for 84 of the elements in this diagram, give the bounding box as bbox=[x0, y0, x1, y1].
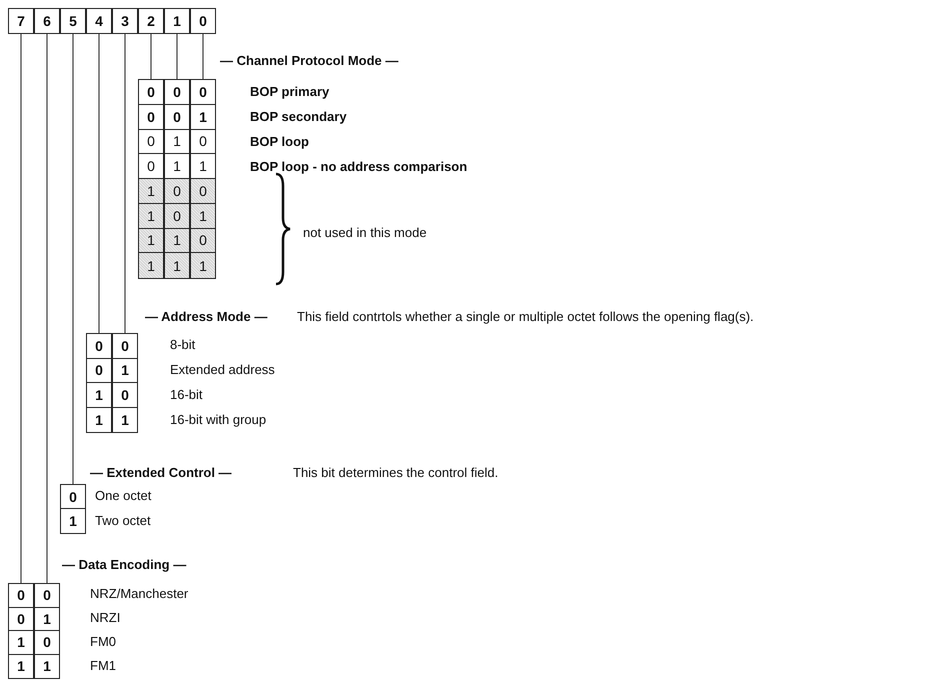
bit-value: 1 bbox=[165, 228, 189, 254]
bit-value: 0 bbox=[191, 179, 215, 204]
option-label: not used in this mode bbox=[303, 225, 427, 241]
bit-value-column bbox=[34, 583, 60, 679]
option-label: BOP secondary bbox=[250, 109, 347, 125]
bit-value: 1 bbox=[139, 204, 163, 228]
bit-number: 7 bbox=[8, 8, 34, 34]
bit-value: 1 bbox=[139, 179, 163, 204]
option-label: BOP loop - no address comparison bbox=[250, 159, 468, 175]
bit-number: 5 bbox=[60, 8, 86, 34]
connector-line bbox=[150, 34, 152, 80]
option-label: Extended address bbox=[170, 362, 275, 378]
bit-value: 0 bbox=[87, 334, 111, 358]
bit-value: 0 bbox=[191, 130, 215, 154]
description-text: This bit determines the control field. bbox=[293, 465, 498, 481]
bit-value: 0 bbox=[9, 608, 33, 631]
bit-value-column bbox=[190, 79, 216, 279]
option-label: 16-bit with group bbox=[170, 412, 266, 428]
bit-value: 1 bbox=[113, 358, 137, 383]
bit-value: 0 bbox=[165, 179, 189, 204]
bit-value: 1 bbox=[35, 608, 59, 631]
bit-value-column bbox=[8, 583, 34, 679]
option-label: NRZ/Manchester bbox=[90, 586, 188, 602]
bit-number: 1 bbox=[164, 8, 190, 34]
bit-value: 0 bbox=[191, 228, 215, 254]
bit-value: 0 bbox=[9, 584, 33, 608]
connector-line bbox=[176, 34, 178, 80]
bit-number: 6 bbox=[34, 8, 60, 34]
section-heading: — Channel Protocol Mode — bbox=[220, 53, 398, 69]
bit-value-column bbox=[60, 484, 86, 534]
section-heading: — Extended Control — bbox=[90, 465, 232, 481]
option-label: Two octet bbox=[95, 513, 151, 529]
connector-line bbox=[124, 34, 126, 334]
bit-value: 0 bbox=[87, 358, 111, 383]
section-heading: — Address Mode — bbox=[145, 309, 268, 325]
bit-value: 1 bbox=[165, 253, 189, 278]
bit-value: 1 bbox=[139, 228, 163, 254]
bit-value: 1 bbox=[16, 657, 26, 676]
bit-number: 3 bbox=[112, 8, 138, 34]
option-label: One octet bbox=[95, 488, 152, 504]
section-heading: — Data Encoding — bbox=[62, 557, 186, 573]
connector-line bbox=[98, 34, 100, 334]
bit-value: 0 bbox=[139, 130, 163, 154]
bit-value: 1 bbox=[120, 410, 130, 430]
option-label: 8-bit bbox=[170, 337, 196, 353]
option-label: FM1 bbox=[90, 658, 116, 674]
bit-value: 1 bbox=[94, 410, 104, 430]
bit-value: 0 bbox=[165, 104, 189, 130]
bit-value: 0 bbox=[165, 204, 189, 228]
option-label: 16-bit bbox=[170, 387, 203, 403]
bit-value: 1 bbox=[165, 130, 189, 154]
bit-value: 1 bbox=[68, 512, 78, 531]
bit-value: 0 bbox=[113, 383, 137, 408]
bit-value: 1 bbox=[87, 383, 111, 408]
bit-value: 0 bbox=[35, 584, 59, 608]
option-label: BOP loop bbox=[250, 134, 309, 150]
connector-line bbox=[20, 34, 22, 584]
bit-number: 4 bbox=[86, 8, 112, 34]
bit-value: 0 bbox=[35, 631, 59, 654]
connector-line bbox=[72, 34, 74, 484]
bit-number: 2 bbox=[138, 8, 164, 34]
bit-value: 0 bbox=[113, 334, 137, 358]
bit-value: 1 bbox=[191, 204, 215, 228]
option-label: NRZI bbox=[90, 610, 120, 626]
bit-value: 1 bbox=[42, 657, 52, 676]
bit-value-column bbox=[138, 79, 164, 279]
bit-value: 0 bbox=[139, 80, 163, 105]
option-label: FM0 bbox=[90, 634, 116, 650]
bit-value: 0 bbox=[139, 104, 163, 130]
bit-value: 0 bbox=[165, 80, 189, 105]
bit-value: 1 bbox=[191, 253, 215, 278]
bit-value-column bbox=[86, 333, 112, 433]
bit-value: 1 bbox=[191, 104, 215, 130]
bit-value: 0 bbox=[191, 80, 215, 105]
bit-value: 1 bbox=[139, 253, 163, 278]
bit-value: 1 bbox=[9, 631, 33, 654]
description-text: This field contrtols whether a single or multiple octet follows the opening flag(s). bbox=[297, 309, 754, 325]
option-label: BOP primary bbox=[250, 84, 330, 100]
bit-value-column bbox=[112, 333, 138, 433]
connector-line bbox=[202, 34, 204, 80]
bit-value: 0 bbox=[61, 485, 85, 510]
connector-line bbox=[46, 34, 48, 584]
bit-number: 0 bbox=[190, 8, 216, 34]
bit-value-column bbox=[164, 79, 190, 279]
